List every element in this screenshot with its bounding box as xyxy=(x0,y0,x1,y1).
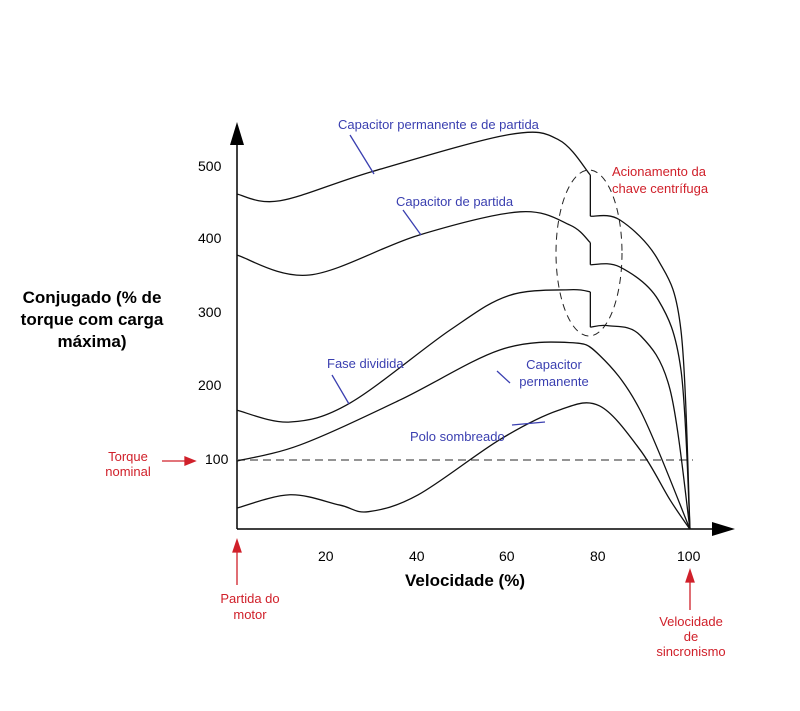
x-tick-label: 80 xyxy=(590,548,606,564)
x-tick-label: 100 xyxy=(677,548,701,564)
series-line-3 xyxy=(236,341,691,530)
arrow-cap-partida xyxy=(402,209,422,236)
arrow-polo-sombreado xyxy=(511,421,546,426)
annotation-centrifugal-switch: Acionamento da chave centrífuga xyxy=(612,164,709,196)
series-line-4 xyxy=(236,402,691,530)
series-label-cap-permanente: Capacitor permanente xyxy=(519,357,589,389)
y-tick-label: 300 xyxy=(198,304,222,320)
series-line-2 xyxy=(590,324,691,530)
arrowhead-sincronismo xyxy=(685,567,695,583)
series-label-polo-sombreado: Polo sombreado xyxy=(410,429,505,444)
x-tick-label: 20 xyxy=(318,548,334,564)
arrow-cap-permanente xyxy=(496,370,511,384)
arrow-cap-perm-partida xyxy=(349,134,375,175)
series-line-0 xyxy=(590,214,691,530)
arrow-fase-dividida xyxy=(331,374,350,405)
annotation-torque-nominal: Torque nominal xyxy=(105,449,151,479)
y-axis-arrow xyxy=(230,122,244,145)
arrowhead-partida xyxy=(232,537,242,553)
y-tick-label: 500 xyxy=(198,158,222,174)
arrowhead-torque-nominal xyxy=(184,456,197,466)
x-tick-label: 60 xyxy=(499,548,515,564)
x-tick-label: 40 xyxy=(409,548,425,564)
annotation-partida: Partida do motor xyxy=(220,591,280,622)
y-tick-label: 400 xyxy=(198,230,222,246)
series-line-0 xyxy=(236,131,591,203)
series-label-cap-partida: Capacitor de partida xyxy=(396,194,514,209)
series-label-fase-dividida: Fase dividida xyxy=(327,356,404,371)
y-tick-label: 200 xyxy=(198,377,222,393)
series-line-1 xyxy=(236,211,591,276)
x-axis-label: Velocidade (%) xyxy=(405,571,525,590)
centrifugal-switch-ellipse xyxy=(555,169,623,337)
x-axis-arrow xyxy=(712,522,735,536)
series-line-1 xyxy=(590,263,691,530)
series-label-cap-perm-partida: Capacitor permanente e de partida xyxy=(338,117,539,132)
series-line-2 xyxy=(236,288,591,423)
y-axis-label: Conjugado (% de torque com carga máxima) xyxy=(20,288,164,351)
y-tick-label: 100 xyxy=(205,451,229,467)
annotation-sincronismo: Velocidade de sincronismo xyxy=(656,614,726,659)
